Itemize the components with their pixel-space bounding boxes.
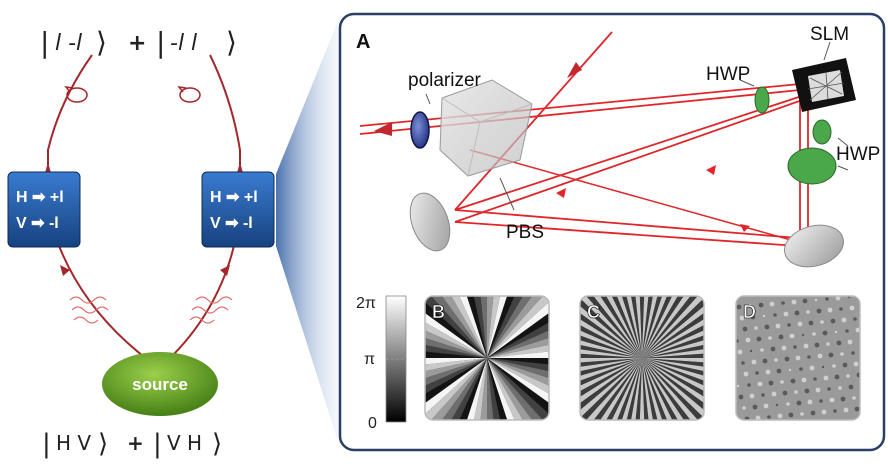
arrow-right-lower xyxy=(220,265,230,276)
converter-left-line2: V ➡ -l xyxy=(16,215,59,232)
svg-text:|: | xyxy=(153,429,162,459)
hologram-d-letter: D xyxy=(743,302,756,322)
hologram-c-letter: C xyxy=(587,302,600,322)
arrow-left-lower xyxy=(60,265,70,276)
pbs-cube xyxy=(439,79,533,177)
hologram-d: D xyxy=(735,295,861,421)
hwp-right-large xyxy=(787,147,837,185)
label-slm: SLM xyxy=(810,24,849,45)
arrow-right-upper xyxy=(237,162,243,173)
arrow-left-upper xyxy=(45,162,51,173)
converter-box-right: H ➡ +l V ➡ -l xyxy=(201,171,275,248)
laser-beams xyxy=(359,31,809,247)
phase-label-pi: π xyxy=(364,351,375,368)
input-ket-2: V H xyxy=(167,431,202,455)
hologram-b: B xyxy=(424,295,550,421)
output-ket-2: -l l xyxy=(170,31,197,56)
mirror-right xyxy=(784,224,844,268)
output-state: | l -l ⟩ + | -l l ⟩ xyxy=(40,26,237,59)
hologram-b-letter: B xyxy=(432,302,445,322)
output-beam-arrow xyxy=(374,122,392,136)
zoom-wedge xyxy=(276,16,340,448)
slm-device xyxy=(792,58,856,112)
converter-right-line2: V ➡ -l xyxy=(210,215,253,232)
svg-text:|: | xyxy=(42,429,51,459)
hwp-upper xyxy=(754,86,770,114)
converter-left-line1: H ➡ +l xyxy=(16,189,64,206)
input-ket-1: H V xyxy=(56,431,91,455)
hologram-c: C xyxy=(579,295,705,421)
beam-arrow-mid-2 xyxy=(706,165,716,175)
svg-text:⟩: ⟩ xyxy=(96,26,107,59)
phase-colorbar: 2π π 0 xyxy=(356,295,407,432)
wave-packet-right xyxy=(189,296,233,324)
wave-packet-left xyxy=(69,296,109,324)
input-beam-arrow xyxy=(567,62,582,78)
phase-label-2pi: 2π xyxy=(356,295,376,312)
label-hwp-1: HWP xyxy=(706,64,750,85)
panel-a-letter: A xyxy=(356,31,370,53)
beam-arrow-mid-3 xyxy=(740,224,750,232)
beam-arrow-mid-1 xyxy=(556,188,566,198)
converter-right-line1: H ➡ +l xyxy=(210,189,258,206)
optical-setup: polarizer PBS SLM HWP HWP xyxy=(359,24,880,268)
svg-text:⟩: ⟩ xyxy=(212,429,222,459)
left-diagram: H ➡ +l V ➡ -l H ➡ +l V ➡ -l source | l -… xyxy=(7,26,275,459)
label-polarizer: polarizer xyxy=(408,70,482,91)
output-plus: + xyxy=(128,31,146,56)
svg-text:⟩: ⟩ xyxy=(226,26,237,59)
polarizer-element xyxy=(410,111,430,149)
label-hwp-2: HWP xyxy=(836,144,880,165)
svg-text:|: | xyxy=(40,26,49,59)
source-label: source xyxy=(132,375,188,394)
hwp-right-small xyxy=(812,119,832,145)
oam-rotation-icon-right xyxy=(177,85,201,103)
input-plus: + xyxy=(127,431,144,455)
phase-label-0: 0 xyxy=(368,415,377,432)
input-state: | H V ⟩ + | V H ⟩ xyxy=(42,429,222,459)
svg-text:|: | xyxy=(156,26,165,59)
converter-box-left: H ➡ +l V ➡ -l xyxy=(7,171,81,248)
mirror-left xyxy=(409,192,451,252)
oam-rotation-icon-left xyxy=(64,85,88,103)
output-ket-1: l -l xyxy=(55,31,82,56)
label-pbs: PBS xyxy=(506,222,544,243)
svg-text:⟩: ⟩ xyxy=(98,429,108,459)
photon-source: source xyxy=(102,352,218,416)
